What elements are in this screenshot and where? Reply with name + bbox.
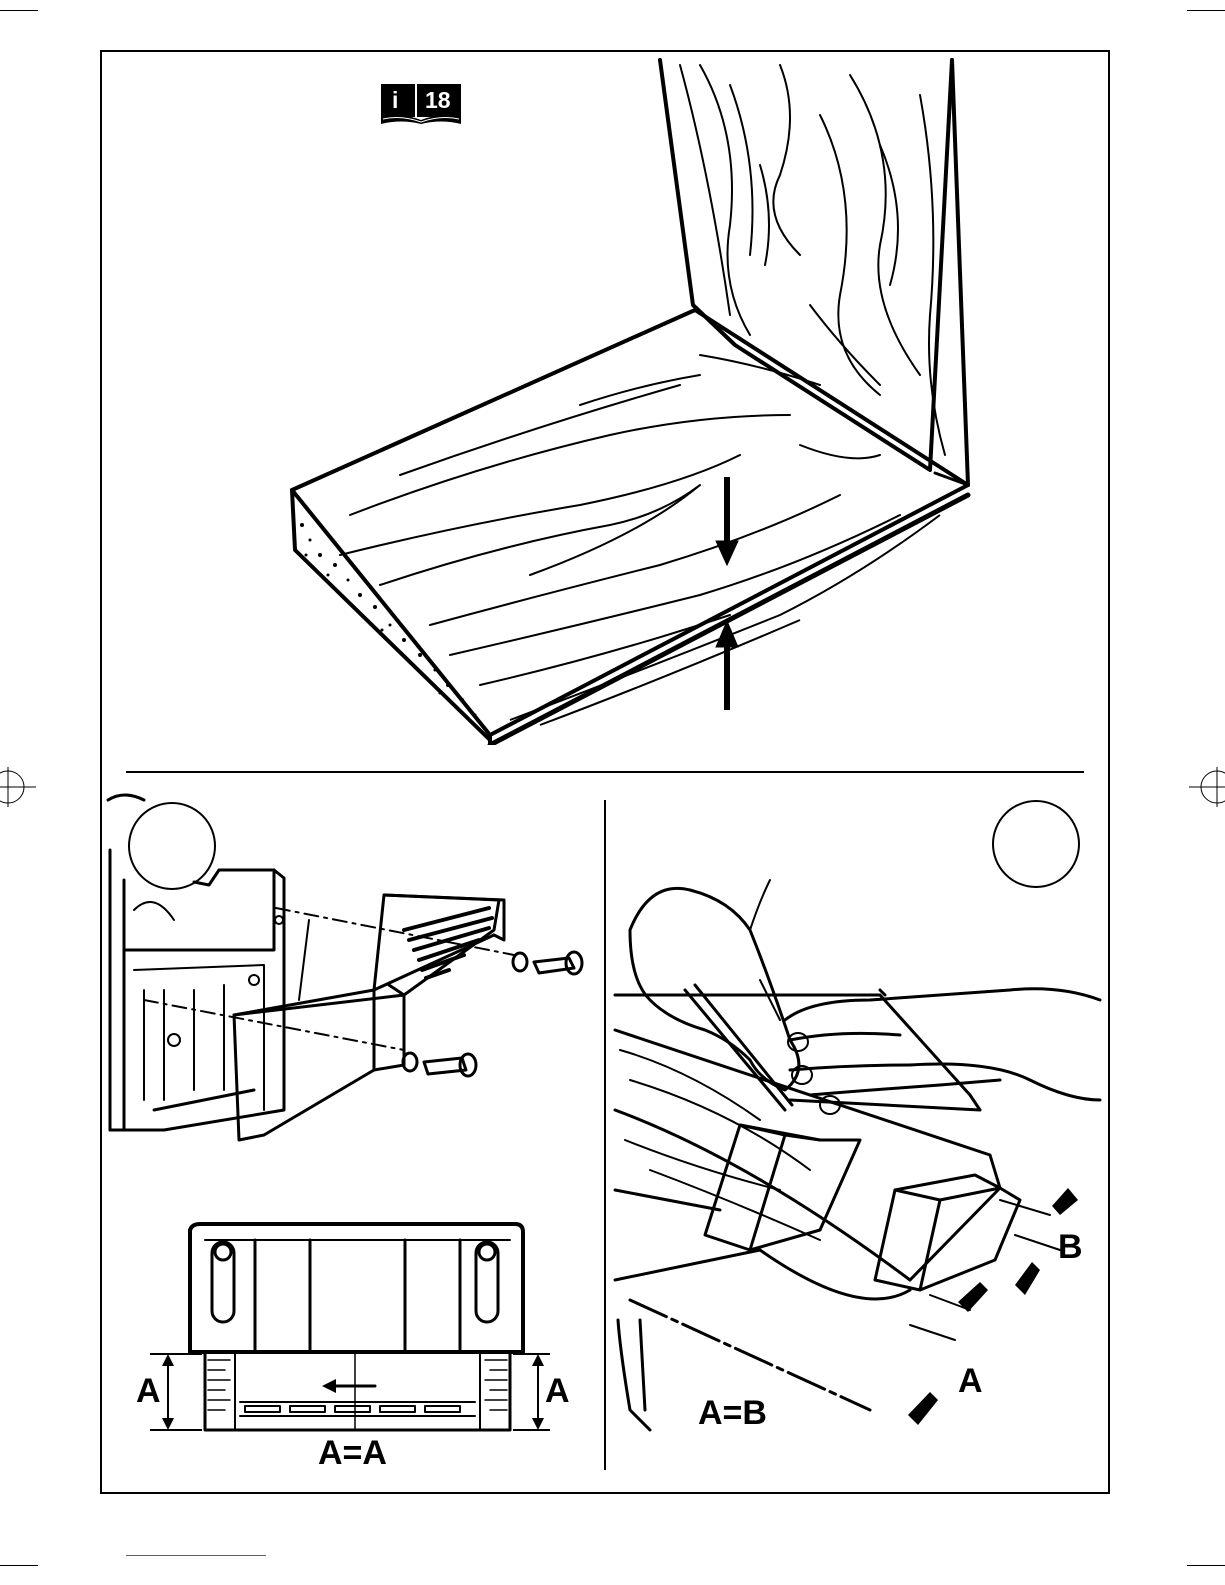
caption-a-equals-a: A=A [318,1436,387,1470]
dimension-label-right: A [545,1374,570,1408]
square-marking-illustration [610,870,1105,1450]
fence-scale-illustration [150,1220,570,1440]
dimension-label-a: A [958,1364,983,1398]
crop-mark-top-right [1187,10,1225,11]
column-divider [604,800,606,1470]
board-thickness-arrows-illustration [280,55,980,745]
crop-mark-bottom-right [1187,1565,1225,1566]
crop-mark-top-left [0,10,38,11]
registration-mark-left [0,765,40,809]
section-divider [126,771,1084,773]
fence-assembly-illustration [104,790,594,1150]
dimension-label-left: A [136,1374,161,1408]
crop-mark-bottom-left [0,1565,38,1566]
bottom-accent-line [126,1555,266,1556]
caption-a-equals-b: A=B [698,1396,767,1430]
registration-mark-right [1185,765,1225,809]
dimension-label-b: B [1058,1230,1083,1264]
